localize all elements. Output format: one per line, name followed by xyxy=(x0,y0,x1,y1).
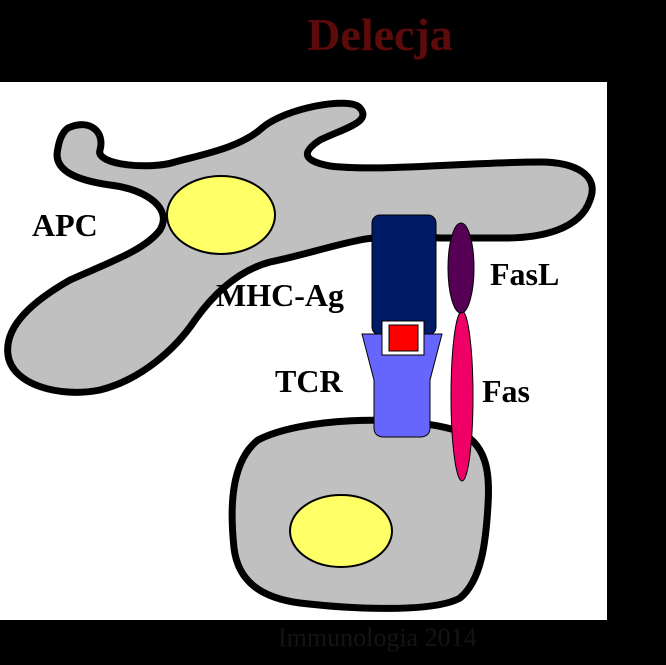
fas-ligand xyxy=(447,222,475,314)
diagram-canvas: APC MHC-Ag TCR FasL Fas xyxy=(0,82,607,620)
label-mhc-ag: MHC-Ag xyxy=(216,277,344,313)
label-fas: Fas xyxy=(482,373,530,409)
label-fasl: FasL xyxy=(490,256,559,292)
slide-title: Delecja xyxy=(307,9,453,60)
fas-receptor xyxy=(450,310,474,482)
deletion-diagram: APC MHC-Ag TCR FasL Fas xyxy=(4,99,596,612)
apc-cell xyxy=(4,99,596,396)
label-apc: APC xyxy=(32,207,98,243)
label-tcr: TCR xyxy=(275,363,343,399)
footer-text: Immunologia 2014 xyxy=(278,623,477,652)
tcr-receptor xyxy=(361,333,443,438)
apc-nucleus xyxy=(166,175,276,255)
t-cell-nucleus xyxy=(289,494,393,568)
mhc-molecule xyxy=(371,214,437,336)
antigen-peptide xyxy=(388,324,419,352)
